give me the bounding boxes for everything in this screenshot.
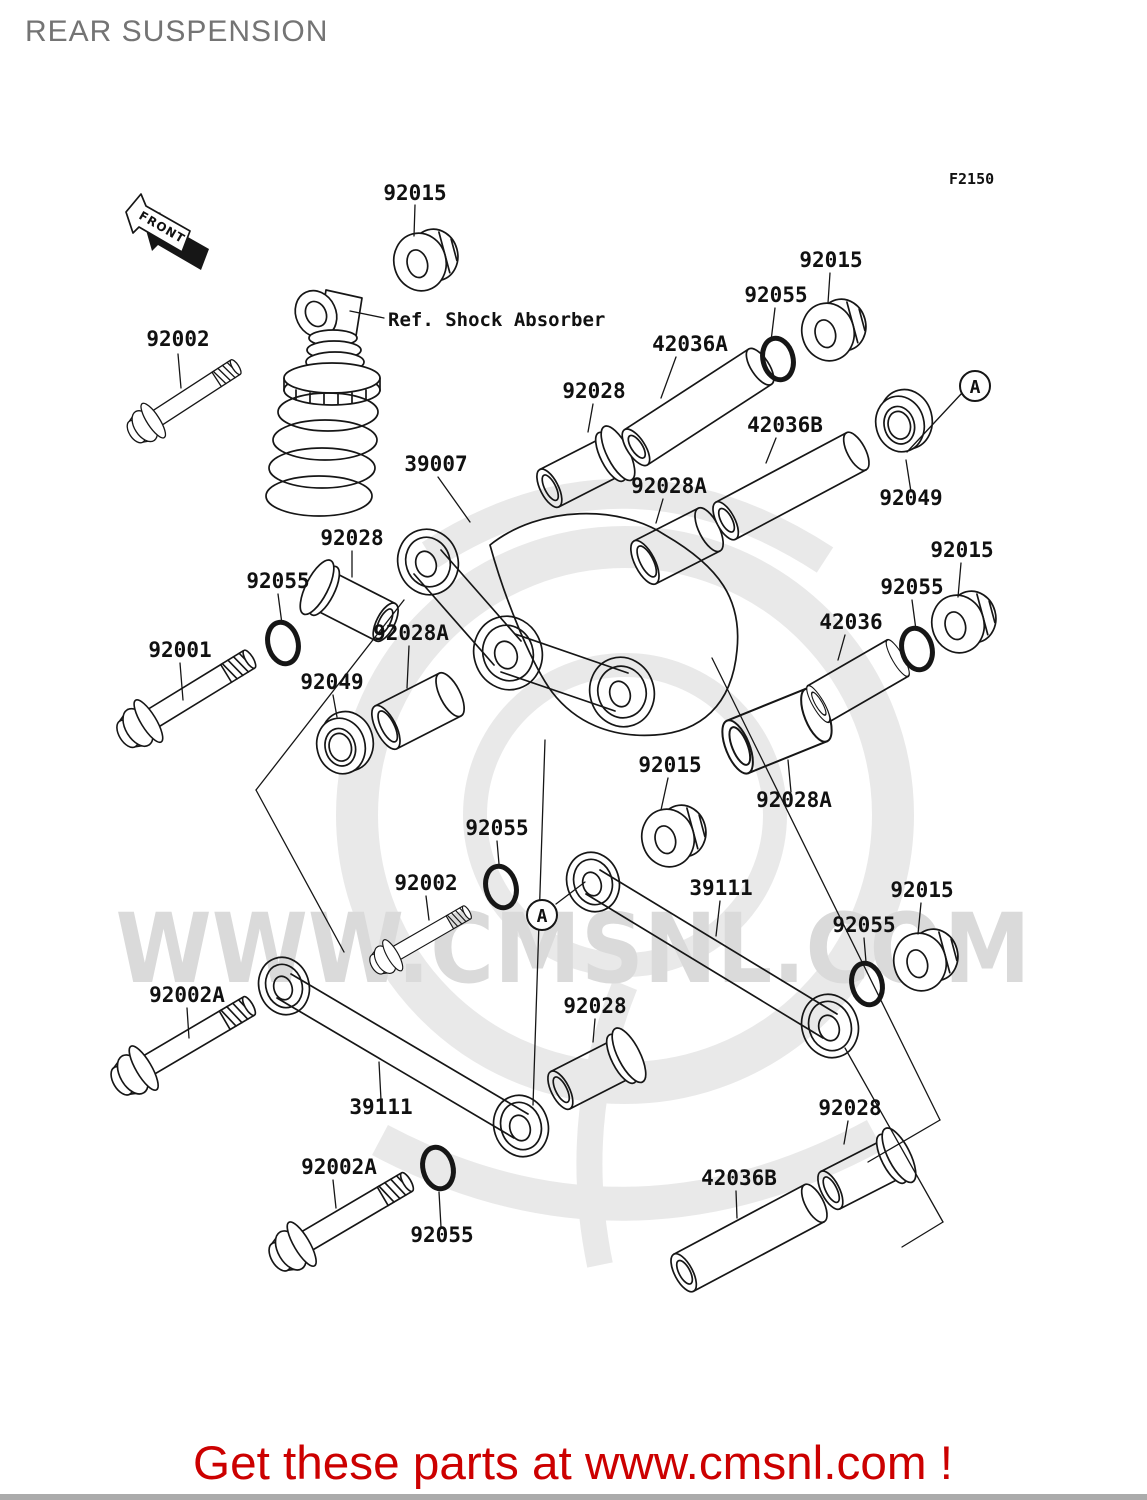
part-label-39007: 39007 <box>404 452 467 476</box>
sleeve-42036a <box>616 343 780 471</box>
part-label-92055: 92055 <box>246 569 309 593</box>
ref-shock-absorber-label: Ref. Shock Absorber <box>388 309 605 331</box>
part-label-92002a: 92002A <box>149 983 225 1007</box>
part-label-92028a: 92028A <box>631 474 707 498</box>
part-label-42036a: 42036A <box>652 332 728 356</box>
part-label-92028: 92028 <box>562 379 625 403</box>
part-label-92028: 92028 <box>320 526 383 550</box>
part-label-92049: 92049 <box>300 670 363 694</box>
part-label-92055: 92055 <box>465 816 528 840</box>
part-label-92015: 92015 <box>383 181 446 205</box>
detail-marker-a-center <box>526 899 558 931</box>
shock-absorber-drawing <box>265 289 381 517</box>
part-label-42036b: 42036B <box>747 413 823 437</box>
figure-code: F2150 <box>949 170 994 188</box>
part-label-92015: 92015 <box>890 878 953 902</box>
part-label-92002: 92002 <box>146 327 209 351</box>
part-labels: 92015 92002 92055 92015 42036A 92028 420… <box>146 181 993 1247</box>
part-label-92028: 92028 <box>818 1096 881 1120</box>
part-label-92028: 92028 <box>563 994 626 1018</box>
footer-divider-bar <box>0 1494 1147 1500</box>
tie-rod-39111-left <box>257 956 550 1158</box>
part-label-92028a: 92028A <box>373 621 449 645</box>
detail-marker-a-right-label: A <box>970 377 981 398</box>
part-label-92001: 92001 <box>148 638 211 662</box>
leader-lines <box>177 204 963 1228</box>
seal-ring-92049-right <box>867 382 940 459</box>
part-label-92002: 92002 <box>394 871 457 895</box>
part-label-92055: 92055 <box>832 913 895 937</box>
part-label-92002a: 92002A <box>301 1155 377 1179</box>
watermark-text: WWW.CMSNL.COM <box>116 893 1031 1005</box>
part-label-92055: 92055 <box>744 283 807 307</box>
flange-nut-92015-top <box>386 223 467 298</box>
part-label-92015: 92015 <box>638 753 701 777</box>
part-label-42036b: 42036B <box>701 1166 777 1190</box>
detail-marker-a-center-label: A <box>537 906 548 927</box>
o-ring-92055-right <box>897 625 936 673</box>
front-arrow <box>125 193 209 270</box>
cmsnl-banner-link[interactable]: Get these parts at www.cmsnl.com ! <box>193 1436 953 1489</box>
part-label-92015: 92015 <box>799 248 862 272</box>
part-label-42036: 42036 <box>819 610 882 634</box>
rocker-arm-39007 <box>396 512 739 737</box>
tie-rod-39111-right <box>565 851 860 1059</box>
page-title: REAR SUSPENSION <box>25 15 328 48</box>
bolt-92002-upper-left <box>118 347 250 454</box>
part-label-92049: 92049 <box>879 486 942 510</box>
flange-nut-92015-center <box>634 799 715 874</box>
part-label-39111: 39111 <box>349 1095 412 1119</box>
part-label-39111: 39111 <box>689 876 752 900</box>
part-label-92055: 92055 <box>880 575 943 599</box>
cms-logo-watermark <box>336 478 914 1268</box>
o-ring-92055-top <box>758 335 797 383</box>
part-label-92015: 92015 <box>930 538 993 562</box>
detail-marker-a-right <box>959 370 991 402</box>
part-label-92028a: 92028A <box>756 788 832 812</box>
o-ring-92055-left <box>263 619 302 667</box>
part-label-92055: 92055 <box>410 1223 473 1247</box>
